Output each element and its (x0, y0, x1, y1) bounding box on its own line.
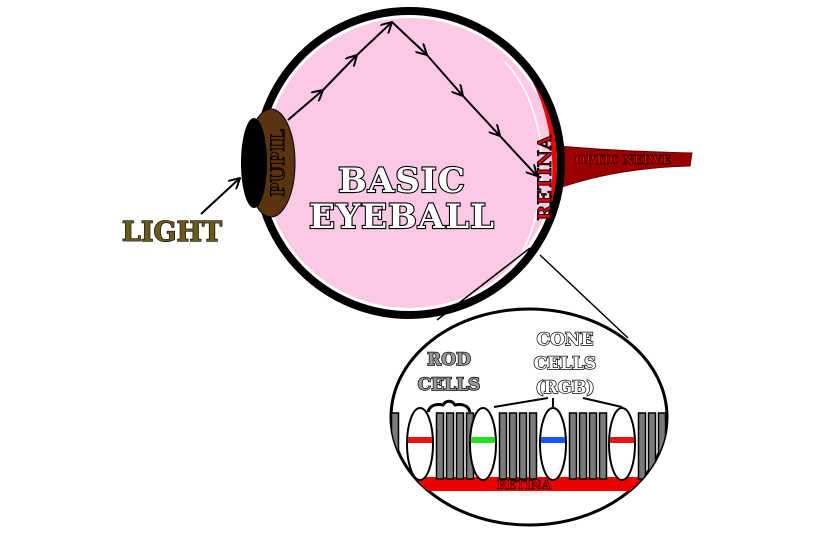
pupil (241, 118, 267, 208)
cone-color-band (610, 437, 634, 443)
cone-body (406, 407, 434, 481)
cone-body (608, 407, 636, 481)
cone-green (469, 407, 497, 481)
rod-cell (445, 412, 455, 480)
light-arrow-in (200, 178, 240, 215)
optic-nerve (547, 144, 693, 193)
cone-red (406, 407, 434, 481)
light-label: LIGHT (122, 217, 222, 248)
cone-blue (539, 407, 567, 481)
pupil-label: PUPIL (267, 129, 289, 196)
rod-cell (647, 412, 657, 480)
rod-cell (637, 412, 647, 480)
cone-cells (406, 407, 636, 481)
rod-cell (435, 412, 445, 480)
rod-cell (578, 412, 588, 480)
rod-cell (455, 412, 465, 480)
cone-color-band (408, 437, 432, 443)
light-path (287, 22, 537, 176)
optic-nerve-label: OPTIC NERVE (575, 153, 671, 167)
cone-connectors (493, 397, 623, 408)
zoom-line-right (539, 254, 629, 339)
cone-body (469, 407, 497, 481)
rod-cell (588, 412, 598, 480)
cone-label-line2: CELLS (534, 354, 597, 374)
cone-red (608, 407, 636, 481)
rod-cell (568, 412, 578, 480)
rod-label-line2: CELLS (418, 375, 481, 395)
cone-color-band (471, 437, 495, 443)
zoom-line-left (436, 247, 531, 321)
rod-brace (426, 399, 472, 413)
title-line1: BASIC (338, 161, 466, 201)
rod-label-line1: ROD (427, 350, 471, 370)
rod-cell (518, 412, 528, 480)
rod-cell (528, 412, 538, 480)
retina-base-bar (391, 477, 667, 491)
rod-cell (508, 412, 518, 480)
retina-layer-label: RETINA (497, 478, 552, 492)
rod-cell (598, 412, 608, 480)
retina-inner-edge (504, 61, 543, 273)
cone-label-line3: (RGB) (535, 378, 594, 398)
cone-label-line1: CONE (537, 330, 594, 350)
title-line2: EYEBALL (309, 197, 495, 237)
cone-body (539, 407, 567, 481)
cone-color-band (541, 437, 565, 443)
eyeball-interior (264, 18, 554, 308)
rod-cell (498, 412, 508, 480)
retina-label: RETINA (534, 135, 556, 221)
